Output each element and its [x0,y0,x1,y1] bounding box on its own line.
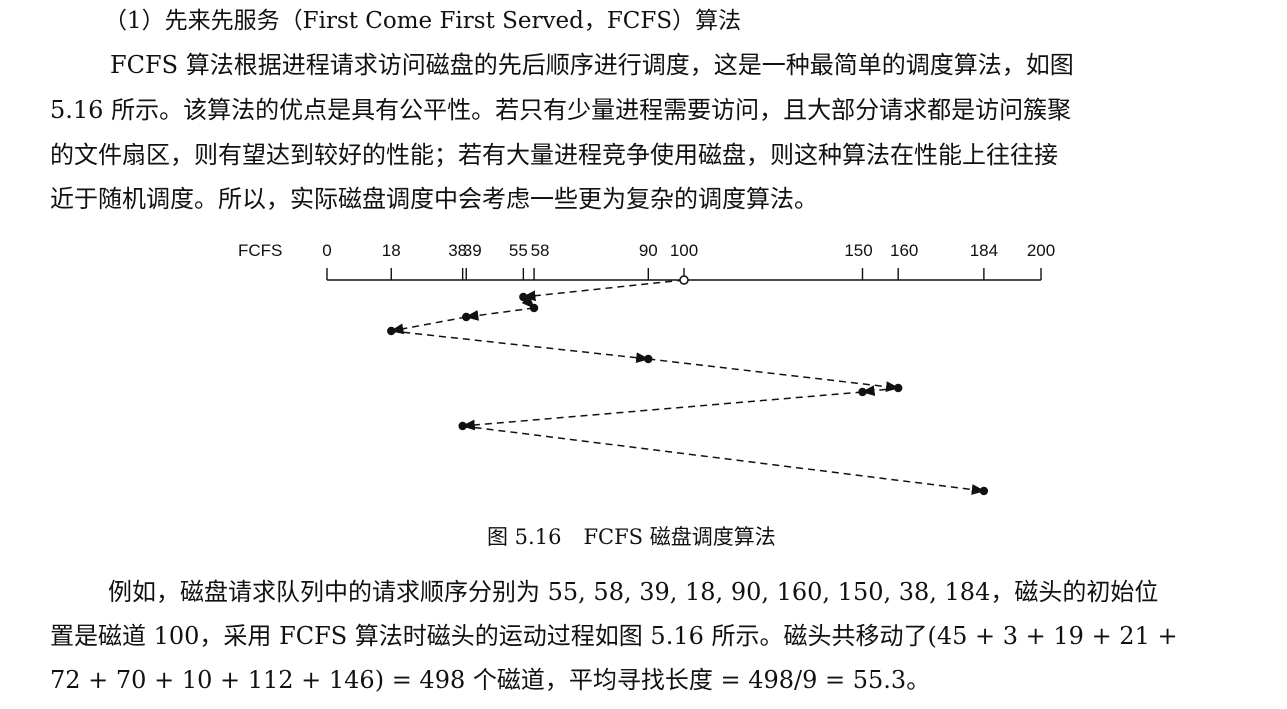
head-movement-path [387,275,989,496]
movement-segment [861,385,899,397]
paragraph-line: 72 + 70 + 10 + 112 + 146) = 498 个磁道，平均寻找… [50,666,931,694]
request-track-point [979,486,989,496]
tick-label: 18 [382,241,401,260]
paragraph-line: 置是磁道 100，采用 FCFS 算法时磁头的运动过程如图 5.16 所示。磁头… [50,622,1178,650]
tick-label: 39 [463,241,482,260]
request-track-point [858,387,867,397]
tick-label: 150 [844,241,872,260]
movement-segment [464,307,535,321]
tick-label: 90 [639,241,658,260]
request-track-point [529,303,539,313]
tick-label: 0 [322,241,331,260]
figure-caption: 图 5.16 FCFS 磁盘调度算法 [487,524,776,550]
paragraph-line: 例如，磁盘请求队列中的请求顺序分别为 55, 58, 39, 18, 90, 1… [108,578,1159,606]
section-heading: （1）先来先服务（First Come First Served，FCFS）算法 [104,8,742,34]
start-track-point [679,275,689,285]
tick-label: 55 [509,241,528,260]
movement-segment [391,330,650,364]
tick-label: 58 [531,241,550,260]
request-track-point [519,292,528,302]
tick-label: 184 [970,241,998,260]
request-track-point [644,354,653,364]
tick-label: 100 [670,241,698,260]
request-track-point [458,421,467,431]
request-track-point [462,312,471,322]
axis-name-label: FCFS [238,241,282,260]
movement-segment [389,316,467,335]
movement-segment [462,425,986,495]
movement-segment [461,391,863,431]
tick-label: 200 [1027,241,1055,260]
request-track-point [894,383,903,393]
paragraph-line: FCFS 算法根据进程请求访问磁盘的先后顺序进行调度，这是一种最简单的调度算法，… [110,51,1074,79]
request-track-point [387,326,396,336]
paragraph-line: 近于随机调度。所以，实际磁盘调度中会考虑一些更为复杂的调度算法。 [50,185,818,213]
movement-segment [648,358,900,392]
figure-caption-number: 图 5.16 [487,525,562,549]
paragraph-line: 5.16 所示。该算法的优点是具有公平性。若只有少量进程需要访问，且大部分请求都… [50,96,1072,124]
figure-caption-title: FCFS 磁盘调度算法 [583,525,776,549]
tick-label: 160 [890,241,918,260]
paragraph-line: 的文件扇区，则有望达到较好的性能；若有大量进程竞争使用磁盘，则这种算法在性能上往… [50,141,1058,169]
movement-segment [522,279,685,302]
tick-label: 38 [448,241,467,260]
